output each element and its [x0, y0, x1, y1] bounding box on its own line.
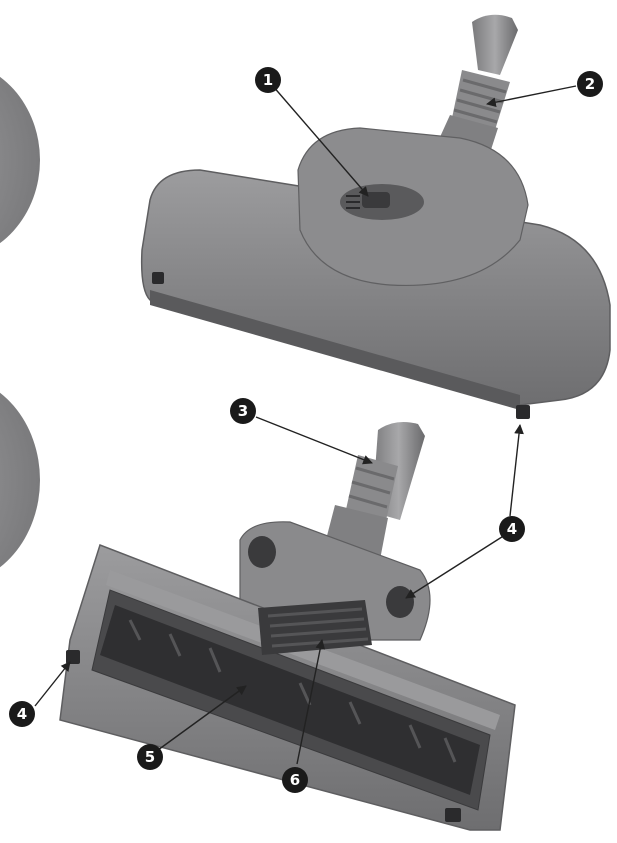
leader-2	[486, 85, 577, 108]
leader-4-right	[405, 534, 506, 599]
wheel-rear-right	[386, 586, 414, 618]
left-disc-top	[0, 76, 40, 244]
swivel-joint-ribbed	[452, 70, 510, 130]
callout-5: 5	[137, 744, 163, 770]
svg-text:4: 4	[507, 520, 517, 538]
svg-text:5: 5	[145, 748, 155, 766]
leader-4-left	[34, 661, 71, 707]
wheel-front-left	[66, 650, 80, 664]
svg-text:2: 2	[585, 75, 595, 93]
nozzle-bottom-view	[59, 422, 516, 831]
leader-3	[255, 416, 373, 465]
swivel-joint-lower	[345, 455, 398, 525]
leader-lines	[34, 84, 577, 765]
callout-4-left: 4	[9, 701, 35, 727]
svg-text:6: 6	[290, 771, 300, 789]
callout-3: 3	[230, 398, 256, 424]
svg-text:3: 3	[238, 402, 248, 420]
wheel-top-right	[516, 405, 530, 419]
leader-4-top	[509, 424, 524, 517]
callout-4-right: 4	[499, 516, 525, 542]
svg-text:1: 1	[263, 71, 273, 89]
left-disc-bottom	[0, 392, 40, 568]
callout-2: 2	[577, 71, 603, 97]
nozzle-top-view	[140, 14, 611, 419]
leader-5	[157, 685, 247, 751]
air-control-slider	[340, 184, 424, 220]
leader-1	[271, 84, 369, 197]
callout-6: 6	[282, 767, 308, 793]
leader-6	[296, 639, 326, 765]
wheel-rear-left	[248, 536, 276, 568]
callout-1: 1	[255, 67, 281, 93]
wheel-front-right	[445, 808, 461, 822]
wheel-top-left	[152, 272, 164, 284]
svg-text:4: 4	[17, 705, 27, 723]
